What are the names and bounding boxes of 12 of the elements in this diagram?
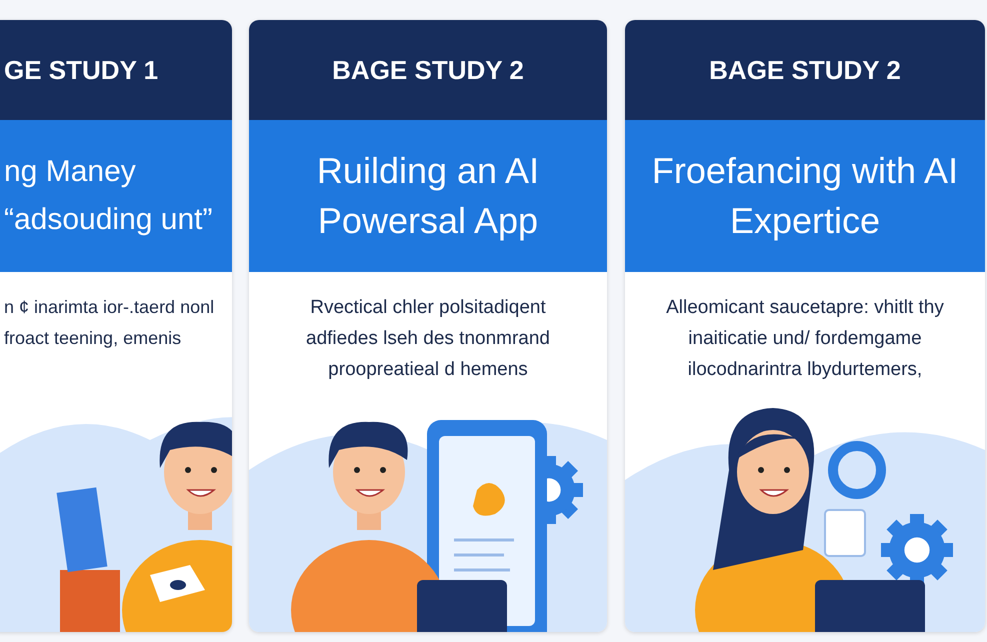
card-description: n ¢ inarimta ior-.taerd nonl froact teening, emenis (4, 297, 214, 348)
card-header: BAGE STUDY 2 (709, 54, 901, 86)
card-description: Rvectical chler polsitadiqent adfiedes lseh des tnonmrand proopreatieal d hemens (306, 297, 550, 380)
card-title: ng Maney “adsouding unt” (4, 154, 214, 238)
card-title: Froefancing with AI Expertice (650, 149, 960, 243)
case-study-card (625, 20, 985, 632)
case-study-card (249, 20, 607, 632)
card-header: GE STUDY 1 (4, 54, 158, 86)
card-header: BAGE STUDY 2 (332, 54, 524, 86)
case-study-card (0, 20, 232, 632)
card-description: Alleomicant saucetapre: vhitlt thy inaiticatie und/ fordemgame ilocodnarintra lbydurtemers, (666, 297, 944, 380)
card-title: Ruilding an AI Powersal App (316, 149, 540, 243)
